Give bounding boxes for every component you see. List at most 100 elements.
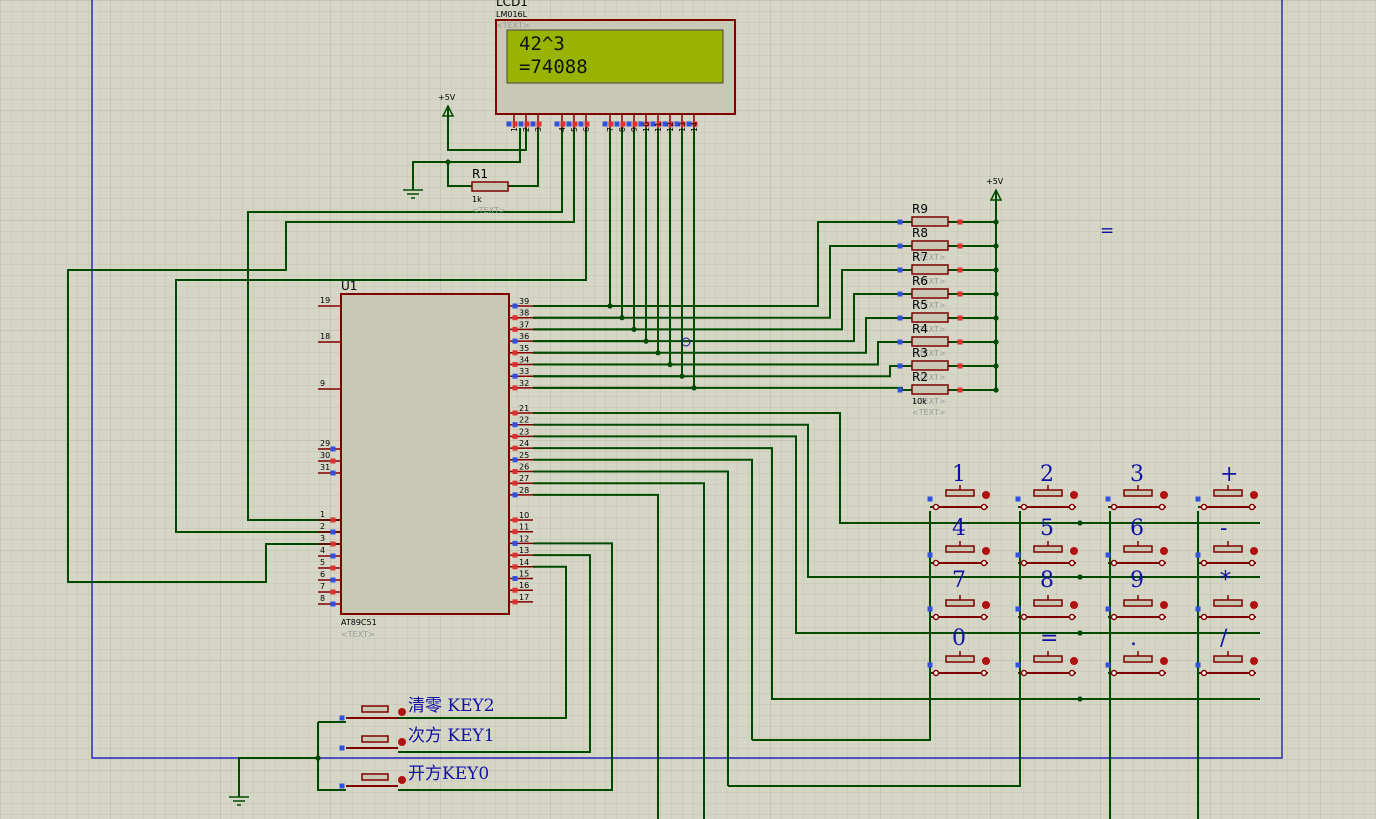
lcd-pin-number: 1 — [510, 127, 519, 132]
pin-end-red — [561, 122, 566, 127]
key-terminal — [1112, 615, 1117, 620]
key-state-icon — [1250, 601, 1258, 609]
pin-end-blue — [513, 576, 518, 581]
pin-end-red — [958, 340, 963, 345]
mcu-ref: U1 — [341, 279, 357, 293]
key-cap — [946, 546, 974, 552]
lcd-pin-number: 7 — [606, 127, 615, 132]
pin-end-blue — [513, 374, 518, 379]
pullup-resistor[interactable] — [912, 289, 948, 298]
pullup-resistor[interactable] — [912, 361, 948, 370]
lcd-line2: =74088 — [519, 56, 588, 78]
lcd-pin-number: 2 — [522, 127, 531, 132]
keypad-key-label: 3 — [1130, 462, 1144, 487]
pin-end-blue — [1106, 497, 1111, 502]
pin-end-blue — [1016, 553, 1021, 558]
lcd-text-tag: <TEXT> — [496, 21, 530, 30]
pin-end-red — [958, 268, 963, 273]
mcu-right-pin-number: 26 — [519, 463, 529, 472]
mcu-right-pin-number: 36 — [519, 332, 529, 341]
pin-end-blue — [627, 122, 632, 127]
lcd-pin-number: 10 — [642, 122, 651, 132]
key-terminal — [1112, 671, 1117, 676]
mcu-right-pin-number: 37 — [519, 320, 529, 329]
pin-end-blue — [331, 578, 336, 583]
pin-end-blue — [513, 422, 518, 427]
pin-end-blue — [928, 607, 933, 612]
key-terminal — [1250, 561, 1255, 566]
junction-dot — [1077, 630, 1082, 635]
mcu-right-pin-number: 21 — [519, 404, 529, 413]
key-cap — [1214, 600, 1242, 606]
pin-end-blue — [898, 388, 903, 393]
key-terminal — [1160, 671, 1165, 676]
key-state-icon — [1160, 491, 1168, 499]
key-terminal — [1070, 505, 1075, 510]
junction-dot — [1077, 696, 1082, 701]
key-terminal — [934, 561, 939, 566]
stray-equals: = — [1100, 221, 1114, 241]
pin-end-blue — [1106, 607, 1111, 612]
pin-end-blue — [898, 220, 903, 225]
lcd-pin-number: 14 — [690, 122, 699, 132]
pin-end-blue — [513, 339, 518, 344]
pin-end-blue — [898, 364, 903, 369]
mcu-u1[interactable]: U1 AT89C51 <TEXT> — [341, 279, 509, 639]
pullup-resistor-ref: R8 — [912, 226, 928, 240]
mcu-left-pin-number: 4 — [320, 546, 325, 555]
pin-end-red — [513, 481, 518, 486]
mcu-right-pin-number: 25 — [519, 451, 529, 460]
pin-end-blue — [1016, 607, 1021, 612]
key-state-icon — [982, 491, 990, 499]
mcu-right-pin-number: 28 — [519, 486, 529, 495]
pullup-resistor[interactable] — [912, 313, 948, 322]
pin-end-blue — [1196, 553, 1201, 558]
mcu-left-pin-number: 18 — [320, 332, 330, 341]
pin-end-blue — [1196, 607, 1201, 612]
key-terminal — [1250, 615, 1255, 620]
key-cap — [1034, 600, 1062, 606]
pin-end-blue — [1106, 663, 1111, 668]
key-terminal — [1022, 671, 1027, 676]
pin-end-blue — [331, 602, 336, 607]
pin-end-red — [331, 542, 336, 547]
pin-end-blue — [513, 304, 518, 309]
pullup-resistor[interactable] — [912, 217, 948, 226]
pin-end-blue — [898, 244, 903, 249]
key-cap — [1214, 490, 1242, 496]
pin-end-red — [513, 518, 518, 523]
key-cap — [1214, 656, 1242, 662]
pin-end-red — [621, 122, 626, 127]
pin-end-red — [513, 588, 518, 593]
pin-end-red — [331, 518, 336, 523]
mcu-left-pin-number: 19 — [320, 296, 330, 305]
pin-end-red — [513, 411, 518, 416]
pin-end-red — [573, 122, 578, 127]
mcu-right-pin-number: 22 — [519, 416, 529, 425]
mcu-right-pin-number: 15 — [519, 570, 529, 579]
pin-end-blue — [928, 553, 933, 558]
pin-end-blue — [513, 492, 518, 497]
lcd-pin-number: 12 — [666, 122, 675, 132]
key-terminal — [934, 505, 939, 510]
key-terminal — [1022, 505, 1027, 510]
pin-end-red — [513, 362, 518, 367]
key-state-icon — [982, 657, 990, 665]
mcu-right-pin-number: 35 — [519, 344, 529, 353]
lcd-line1: 42^3 — [519, 33, 565, 55]
pullup-resistor[interactable] — [912, 385, 948, 394]
pin-end-blue — [340, 746, 345, 751]
mcu-left-pin-number: 9 — [320, 379, 325, 388]
junction-dot — [1077, 574, 1082, 579]
mcu-right-pin-number: 34 — [519, 356, 529, 365]
pullup-resistor[interactable] — [912, 241, 948, 250]
lcd-pin-number: 6 — [582, 127, 591, 132]
pullup-resistor[interactable] — [912, 337, 948, 346]
pin-end-blue — [1196, 663, 1201, 668]
pullup-resistor[interactable] — [912, 265, 948, 274]
key-state-icon — [1160, 601, 1168, 609]
junction-dot — [445, 159, 450, 164]
keypad-key-label: + — [1220, 462, 1238, 487]
mcu-right-pin-number: 32 — [519, 379, 529, 388]
